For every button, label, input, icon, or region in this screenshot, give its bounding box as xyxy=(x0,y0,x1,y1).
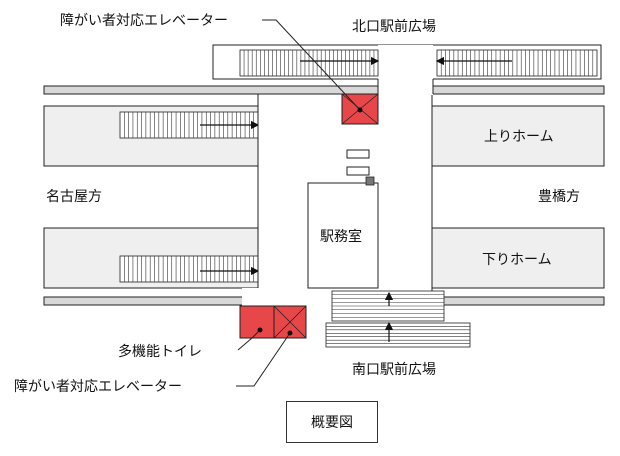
down-platform-stairs xyxy=(119,255,259,283)
label-up-platform: 上りホーム xyxy=(484,129,554,145)
station-office xyxy=(307,176,379,289)
ticket-gate-1 xyxy=(346,149,370,159)
leader-lines xyxy=(236,19,361,387)
label-north-plaza: 北口駅前広場 xyxy=(352,18,436,35)
label-toilet: 多機能トイレ xyxy=(118,343,202,360)
label-elevator-south: 障がい者対応エレベーター xyxy=(14,379,182,395)
caption-box: 概要図 xyxy=(286,401,378,443)
north-stairs-left xyxy=(239,49,379,77)
south-stairs-lower xyxy=(325,322,471,348)
label-elevator-north: 障がい者対応エレベーター xyxy=(60,13,228,29)
caption-text: 概要図 xyxy=(311,415,353,431)
ticket-gate-2 xyxy=(346,166,370,176)
label-west: 名古屋方 xyxy=(46,189,102,205)
track-north xyxy=(43,85,605,95)
label-station-office: 駅務室 xyxy=(320,228,362,245)
north-stairs-right xyxy=(436,49,598,77)
label-south-plaza: 南口駅前広場 xyxy=(352,361,436,378)
label-down-platform: 下りホーム xyxy=(482,252,552,268)
label-east: 豊橋方 xyxy=(538,189,580,205)
south-stairs-upper xyxy=(331,290,445,322)
leader-dot-north xyxy=(357,107,363,113)
leader-dot-south xyxy=(287,330,293,336)
leader-dot-toilet xyxy=(257,327,263,333)
